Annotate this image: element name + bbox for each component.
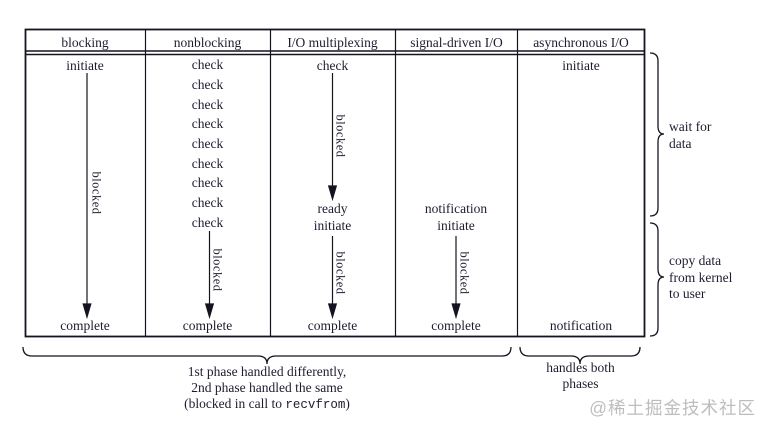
nonblocking-check: check xyxy=(191,77,224,92)
multiplexing-wait-arrow xyxy=(327,73,338,202)
header-nonblocking: nonblocking xyxy=(173,35,242,50)
multiplexing-complete: complete xyxy=(307,318,358,333)
watermark: @稀土掘金技术社区 xyxy=(589,398,756,418)
arrows xyxy=(82,73,461,320)
nonblocking-check: check xyxy=(191,175,224,190)
multiplexing-initiate: initiate xyxy=(313,218,352,233)
signal-driven-complete: complete xyxy=(431,318,481,333)
blocking-arrow xyxy=(82,73,92,320)
asynchronous-initiate: initiate xyxy=(562,58,600,73)
phase-note-line3-prefix: (blocked in call to xyxy=(184,396,286,412)
header-io-multiplexing: I/O multiplexing xyxy=(287,35,378,50)
phase-note-recvfrom-code: recvfrom xyxy=(285,398,346,413)
multiplexing-copy-arrow xyxy=(327,236,338,320)
table-grid xyxy=(24,28,646,338)
signal-driven-blocked-label: blocked xyxy=(457,251,471,295)
blocking-complete: complete xyxy=(60,318,110,333)
nonblocking-arrow xyxy=(204,231,215,320)
copy-data-line2: from kernel xyxy=(669,269,733,285)
handles-both-line1: handles both xyxy=(546,360,615,375)
header-asynchronous: asynchronous I/O xyxy=(533,35,629,50)
wait-for-data-line1: wait for xyxy=(669,119,712,134)
phase-note-line2: 2nd phase handled the same xyxy=(191,380,343,396)
multiplexing-blocked-copy-label: blocked xyxy=(333,251,348,295)
header-blocking: blocking xyxy=(61,35,109,50)
nonblocking-check: check xyxy=(191,156,224,171)
blocking-initiate: initiate xyxy=(66,58,104,73)
blocking-blocked-label: blocked xyxy=(89,171,104,215)
nonblocking-check: check xyxy=(191,116,224,131)
asynchronous-notification: notification xyxy=(549,318,613,333)
multiplexing-ready: ready xyxy=(317,201,348,216)
wait-for-data-label: wait for data xyxy=(669,119,711,152)
copy-data-brace xyxy=(649,222,665,337)
wait-for-data-line2: data xyxy=(669,135,692,151)
wait-for-data-brace xyxy=(649,52,665,217)
first-four-columns-brace xyxy=(22,346,512,365)
braces xyxy=(22,52,665,365)
nonblocking-check: check xyxy=(191,57,224,72)
multiplexing-check: check xyxy=(316,58,349,73)
nonblocking-check: check xyxy=(191,195,224,210)
nonblocking-check: check xyxy=(191,97,224,112)
signal-driven-initiate: initiate xyxy=(437,218,475,233)
phase-note: 1st phase handled differently, 2nd phase… xyxy=(184,364,350,414)
signal-driven-notification: notification xyxy=(424,201,488,216)
handles-both-note: handles both phases xyxy=(546,360,615,392)
copy-data-label: copy data from kernel to user xyxy=(669,253,732,303)
phase-note-line3: (blocked in call to recvfrom) xyxy=(184,396,350,413)
copy-data-line1: copy data xyxy=(669,253,722,268)
multiplexing-blocked-wait-label: blocked xyxy=(333,114,348,158)
signal-driven-copy-arrow xyxy=(451,236,461,320)
table-border xyxy=(24,28,646,338)
async-column-brace xyxy=(519,346,641,365)
phase-note-line3-suffix: ) xyxy=(345,396,350,412)
nonblocking-check: check xyxy=(191,136,224,151)
copy-data-line3: to user xyxy=(669,286,706,301)
nonblocking-blocked-label: blocked xyxy=(210,248,224,292)
handles-both-line2: phases xyxy=(562,376,599,392)
header-signal-driven: signal-driven I/O xyxy=(410,35,503,50)
nonblocking-check: check xyxy=(191,215,224,230)
nonblocking-complete: complete xyxy=(182,318,233,333)
phase-note-line1: 1st phase handled differently, xyxy=(187,364,347,379)
